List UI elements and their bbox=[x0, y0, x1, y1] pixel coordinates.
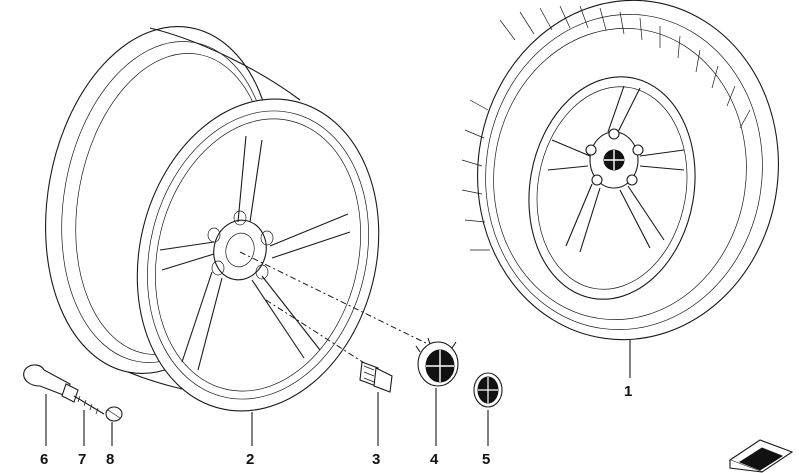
complete-wheel-part-1[interactable] bbox=[456, 0, 799, 359]
valve-cap-part-8[interactable] bbox=[105, 406, 123, 422]
callout-3: 3 bbox=[372, 451, 380, 468]
assembly-axis-line bbox=[239, 251, 441, 351]
emblem-part-5[interactable] bbox=[473, 372, 503, 408]
valve-core-part-7[interactable] bbox=[73, 395, 105, 415]
part-box-icon bbox=[728, 439, 794, 473]
rim-part-2[interactable] bbox=[19, 8, 410, 437]
wheel-bolt-part-3[interactable] bbox=[359, 361, 393, 393]
valve-part-6[interactable] bbox=[23, 364, 79, 403]
callout-7: 7 bbox=[78, 451, 86, 468]
hub-cap-part-4[interactable] bbox=[415, 337, 459, 387]
callout-5: 5 bbox=[482, 451, 490, 468]
callout-2: 2 bbox=[246, 451, 254, 468]
callout-4: 4 bbox=[430, 451, 439, 468]
leader-lines bbox=[45, 340, 631, 446]
callout-8: 8 bbox=[106, 451, 114, 468]
callout-1: 1 bbox=[624, 383, 632, 400]
callout-6: 6 bbox=[40, 451, 48, 468]
